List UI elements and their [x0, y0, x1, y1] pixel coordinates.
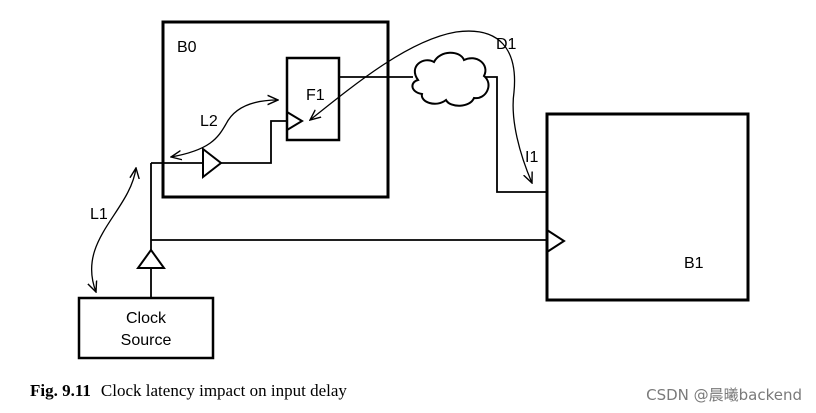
figure-caption: Fig. 9.11 Clock latency impact on input d… [30, 381, 347, 401]
combinational-logic-cloud-icon [411, 51, 490, 107]
b1-clock-pin-icon [546, 229, 566, 253]
clock-source-label-line1: Clock [126, 310, 167, 327]
clock-source-label-line2: Source [121, 332, 172, 349]
l2-label: L2 [200, 113, 218, 130]
block-b0 [161, 20, 390, 199]
clock-root-buffer-icon [136, 248, 166, 269]
d1-delay-arrow [310, 30, 532, 183]
block-b1-label: B1 [684, 255, 704, 272]
i1-label: I1 [525, 149, 538, 166]
l1-label: L1 [90, 206, 108, 223]
l1-latency-arrow [92, 168, 136, 292]
d1-label: D1 [496, 36, 517, 53]
block-b0-label: B0 [177, 39, 197, 56]
figure-caption-text: Clock latency impact on input delay [100, 381, 347, 400]
clock-wire-to-f1 [221, 120, 287, 164]
f1-clock-pin-icon [286, 111, 304, 131]
l2-latency-arrow [171, 100, 278, 157]
f1-label: F1 [306, 87, 325, 104]
watermark: CSDN @晨曦backend [646, 386, 802, 404]
block-b1 [545, 112, 750, 302]
clock-source-box [77, 296, 215, 360]
b0-clock-buffer-icon [202, 146, 223, 180]
figure-number: Fig. 9.11 [30, 381, 91, 400]
